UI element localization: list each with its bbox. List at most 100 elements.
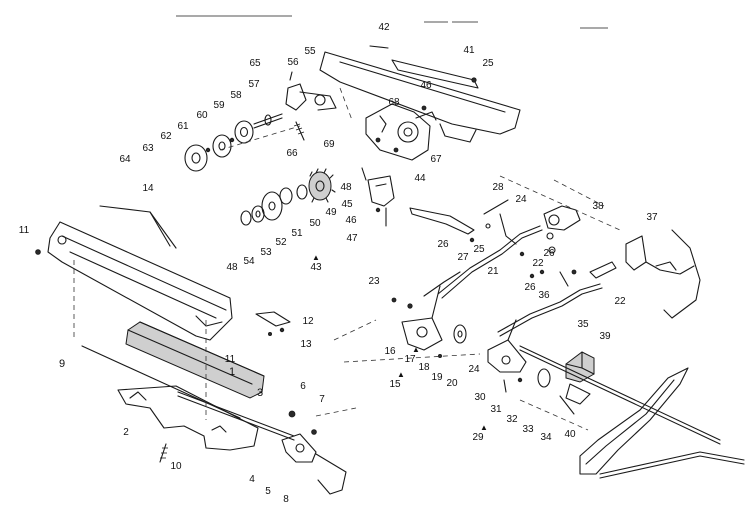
callout-2: 2 [123,427,129,438]
fasteners [267,237,545,336]
gear-bracket-assembly [365,103,437,161]
callout-28: 28 [492,182,504,193]
callout-61: 61 [177,121,189,132]
callout-18: 18 [418,362,430,373]
callout-60: 60 [196,110,208,121]
callout-44: 44 [414,173,426,184]
callout-24: 24 [515,194,527,205]
callout-48: 48 [340,182,352,193]
bolt-66 [293,121,305,141]
callout-3: 3 [256,387,264,399]
callout-69: 69 [323,139,335,150]
callout-19: 19 [431,372,443,383]
callout-8: 8 [283,494,289,505]
callout-49: 49 [325,207,337,218]
callout-21: 21 [487,266,499,277]
callout-53: 53 [260,247,272,258]
callout-14: 14 [142,183,154,194]
callout-11: 11 [18,225,30,236]
top-frame-bracket [319,45,521,143]
center-lever-assembly [401,271,467,358]
callout-52: 52 [275,237,287,248]
callout-42: 42 [378,22,390,33]
callout-11: 11 [224,354,236,365]
callout-12: 12 [302,316,314,327]
callout-67: 67 [430,154,442,165]
assembly-arrow-icon: ▲ [312,253,320,262]
callout-35: 35 [577,319,589,330]
callout-41: 41 [463,45,475,56]
bracket-38 [543,205,581,254]
left-channel-frame [35,205,233,341]
callout-9: 9 [58,358,66,370]
callout-51: 51 [291,228,303,239]
shaft-3 [177,391,295,441]
callout-40: 40 [564,429,576,440]
callout-45: 45 [341,199,353,210]
callout-7: 7 [319,394,325,405]
header-rules [176,15,608,29]
callout-16: 16 [384,346,396,357]
upper-lever-assembly [285,71,337,111]
callout-26: 26 [524,282,536,293]
callout-6: 6 [300,381,306,392]
callout-54: 54 [243,256,255,267]
assembly-arrow-icon: ▲ [397,370,405,379]
callout-46: 46 [420,80,432,91]
callout-39: 39 [599,331,611,342]
callout-20: 20 [446,378,458,389]
callout-24: 24 [468,364,480,375]
callout-63: 63 [142,143,154,154]
callout-57: 57 [248,79,260,90]
washer-gear-stack [240,168,336,226]
callout-43: 43 [310,262,322,273]
callout-15: 15 [389,379,401,390]
callout-22: 22 [532,258,544,269]
callout-26: 26 [437,239,449,250]
callout-68: 68 [388,97,400,108]
callout-55: 55 [304,46,316,57]
callout-4: 4 [249,474,255,485]
long-rod [437,213,543,299]
right-long-lever [497,261,617,337]
right-side-frame [625,229,701,319]
callout-10: 10 [170,461,182,472]
callout-47: 47 [346,233,358,244]
lower-link-assembly [281,410,347,495]
callout-50: 50 [309,218,321,229]
callout-17: 17 [404,354,416,365]
callout-46: 46 [345,215,357,226]
callout-48: 48 [226,262,238,273]
callout-25: 25 [482,58,494,69]
callout-30: 30 [474,392,486,403]
upper-pulley-stack [184,113,283,172]
callout-32: 32 [506,414,518,425]
callout-31: 31 [490,404,502,415]
callout-66: 66 [286,148,298,159]
callout-37: 37 [646,212,658,223]
callout-25: 25 [473,244,485,255]
bracket-44 [361,167,395,227]
callout-13: 13 [300,339,312,350]
callout-26: 26 [543,248,555,259]
callout-56: 56 [287,57,299,68]
guide-lines [73,87,621,431]
callout-58: 58 [230,90,242,101]
callout-23: 23 [368,276,380,287]
long-shaft-40 [519,345,721,445]
assembly-arrow-icon: ▲ [480,423,488,432]
callout-27: 27 [457,252,469,263]
callout-29: 29 [472,432,484,443]
upper-right-lever [409,199,509,235]
callout-36: 36 [538,290,550,301]
bracket-12 [255,311,291,333]
callout-38: 38 [592,201,604,212]
assembly-arrow-icon: ▲ [412,345,420,354]
bottom-guard-frame [579,367,745,479]
callout-59: 59 [213,100,225,111]
callout-65: 65 [249,58,261,69]
callout-22: 22 [614,296,626,307]
